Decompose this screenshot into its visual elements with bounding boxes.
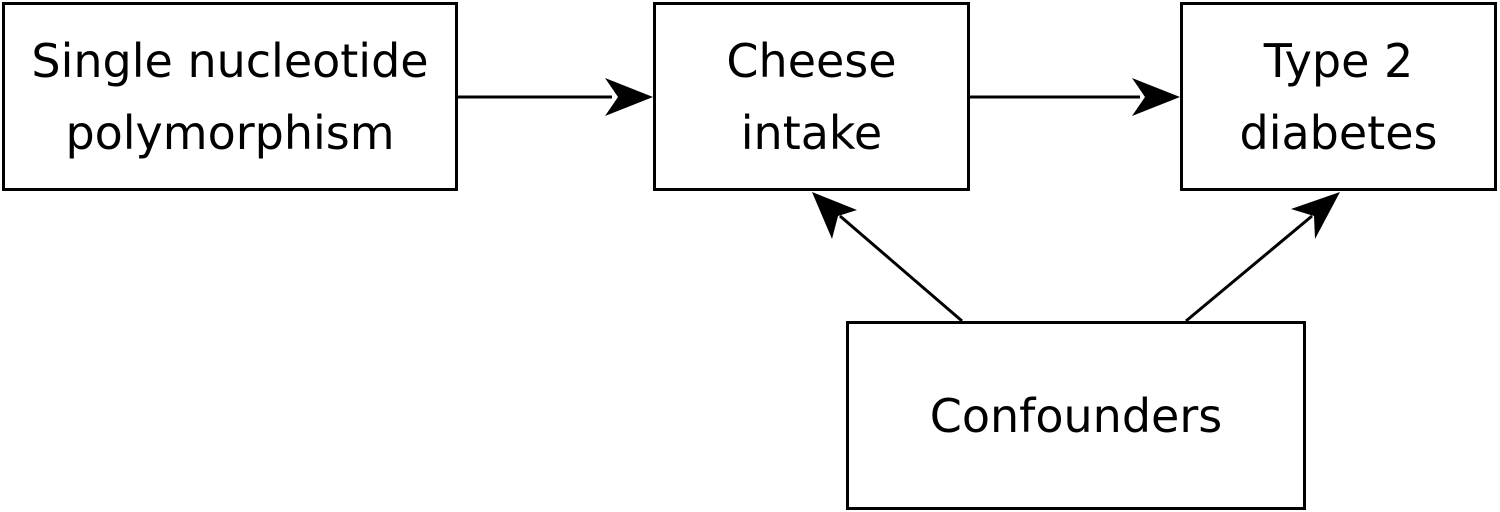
node-confounders-label: Confounders — [929, 388, 1223, 443]
node-cheese-line1: Cheese — [726, 33, 897, 88]
arrow-snp-to-cheese — [458, 78, 653, 116]
arrow-confounders-to-cheese — [812, 192, 963, 323]
node-snp-line2: polymorphism — [65, 105, 395, 160]
arrow-cheese-to-diabetes — [970, 78, 1180, 116]
node-cheese-intake: Cheese intake — [653, 2, 970, 191]
node-cheese-line2: intake — [740, 105, 883, 160]
arrow-confounders-to-diabetes — [1185, 192, 1340, 323]
node-type-2-diabetes: Type 2 diabetes — [1180, 2, 1497, 191]
node-diabetes-line1: Type 2 — [1263, 33, 1414, 88]
node-confounders: Confounders — [846, 321, 1306, 510]
node-diabetes-line2: diabetes — [1239, 105, 1438, 160]
node-snp-line1: Single nucleotide — [31, 33, 429, 88]
node-single-nucleotide-polymorphism: Single nucleotide polymorphism — [2, 2, 458, 191]
